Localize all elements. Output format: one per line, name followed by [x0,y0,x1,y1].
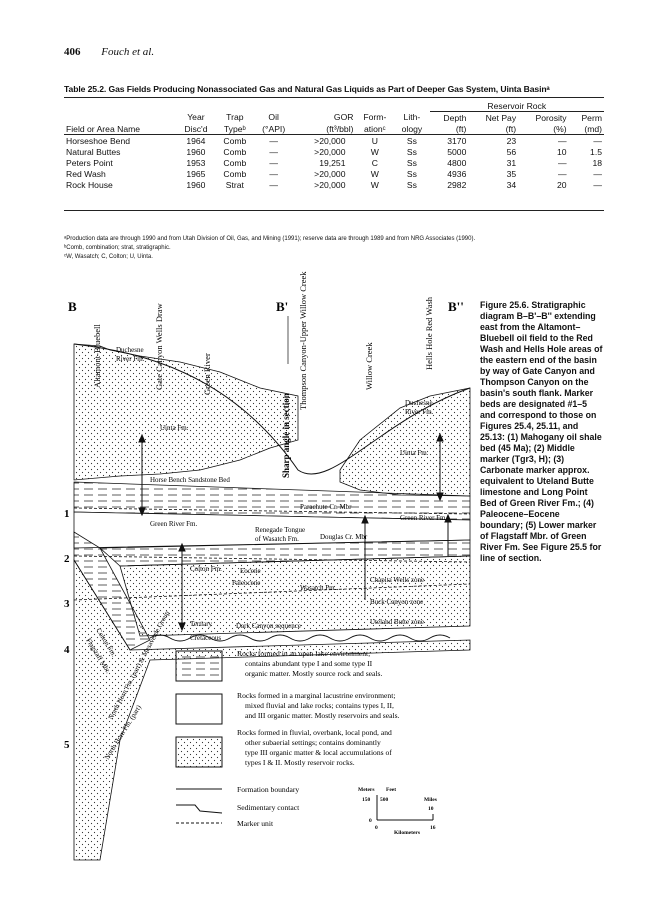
label-eocene: Eocene [240,567,261,575]
scale-500: 500 [380,797,389,803]
legend-lake-text-1: Rocks formed in an open lake environment… [237,649,370,658]
label-parachute: Parachute Cr. Mbr [300,503,352,511]
scale-16: 16 [430,825,436,831]
legend-contact-line [176,805,222,813]
legend-fluvial-text-3: type III organic matter & local accumula… [245,748,392,757]
legend-lake-swatch [176,651,222,681]
label-renegade-2: of Wasatch Fm. [255,535,299,543]
legend-fluvial-text-2: other subaerial settings; contains domin… [245,738,381,747]
label-buck-canyon: Buck Canyon zone [370,598,423,606]
label-paleocene: Paleocene [232,579,260,587]
scale-bar: Meters Feet 150 500 0 Miles 10 0 16 Kilo… [358,787,437,836]
marker-numbers: 1 2 3 4 5 [64,508,70,751]
legend-fluvial-text-4: types I & II. Mostly reservoir rocks. [245,758,355,767]
uinta-fm-left-body [74,344,298,480]
label-colton: Colton Fm. [190,565,222,573]
label-duchesne-left: Duchesne [116,346,144,354]
legend-fluvial-text-1: Rocks formed in fluvial, overbank, local… [237,728,392,737]
marker-3: 3 [64,598,70,610]
label-cretaceous: Cretaceous [190,634,221,642]
label-uteland: Uteland Butte zone [370,618,424,626]
scale-km-0: 0 [375,825,378,831]
legend-marginal-text-3: and III organic matter. Mostly reservoir… [245,711,400,720]
label-douglas: Douglas Cr. Mbr [320,533,368,541]
label-renegade: Renegade Tongue [255,526,305,534]
legend-marginal-text-1: Rocks formed in a marginal lacustrine en… [237,691,395,700]
legend-lake-text-2: contains abundant type I and some type I… [245,659,373,668]
label-green-river-left: Green River Fm. [150,520,197,528]
label-duchesne-right-2: River Fm. [405,408,434,416]
marker-2: 2 [64,553,70,565]
marker-4: 4 [64,644,70,656]
scale-kilometers: Kilometers [394,830,420,836]
legend-marker-unit: Marker unit [237,819,274,828]
scale-150: 150 [362,797,371,803]
scale-meters: Meters [358,787,375,793]
label-B: B [68,299,77,314]
scale-10: 10 [428,806,434,812]
legend-lake-text-3: organic matter. Mostly source rock and s… [245,669,382,678]
line-legend-text: Formation boundary Sedimentary contact M… [237,785,300,828]
label-green-river-right: Green River Fm. [400,514,447,522]
legend-text: Rocks formed in an open lake environment… [237,649,400,767]
legend-fluvial-swatch [176,737,222,767]
label-B-double-prime: B'' [448,299,464,314]
label-B-prime: B' [276,299,288,314]
scale-miles: Miles [424,797,437,803]
legend-marginal-swatch [176,694,222,724]
scale-feet: Feet [386,787,396,793]
label-horse-bench: Horse Bench Sandstone Bed [150,476,230,484]
label-duchesne-left-2: River Fm. [116,355,145,363]
legend-sedimentary-contact: Sedimentary contact [237,803,300,812]
label-wasatch: Wasatch Fm. [300,584,337,592]
legend-marginal-text-2: mixed fluvial and lake rocks; contains t… [245,701,394,710]
label-uinta-left: Uinta Fm. [160,424,189,432]
label-uinta-right: Uinta Fm. [400,449,429,457]
legend-formation-boundary: Formation boundary [237,785,299,794]
vlabel-hells-hole: Hells Hole Red Wash [424,296,434,370]
marker-1: 1 [64,508,70,520]
vlabel-willow-creek: Willow Creek [364,342,374,390]
label-duchesne-right: Duchesne [405,399,433,407]
label-dark-canyon: Dark Canyon sequence [236,622,301,630]
scale-zero: 0 [369,818,372,824]
label-chapita: Chapita Wells zone [370,576,424,584]
vlabel-thompson-canyon: Thompson Canyon-Upper Willow Creek [298,271,308,410]
label-tertiary: Tertiary [190,620,213,628]
marker-5: 5 [64,739,70,751]
